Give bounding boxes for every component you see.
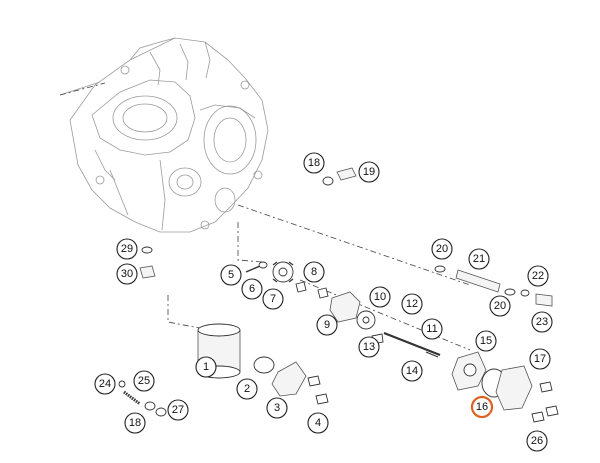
callout-1[interactable]: 1 <box>195 356 217 378</box>
callout-16[interactable]: 16 <box>470 395 494 419</box>
bolt-part-4b <box>315 393 329 405</box>
callout-29[interactable]: 29 <box>116 238 138 260</box>
pin-part-14 <box>425 351 439 358</box>
callout-5[interactable]: 5 <box>220 264 242 286</box>
callout-5-label: 5 <box>228 269 234 281</box>
callout-14-label: 14 <box>406 365 418 377</box>
callout-10[interactable]: 10 <box>369 286 391 308</box>
callout-12-label: 12 <box>406 298 418 310</box>
callout-22[interactable]: 22 <box>527 265 549 287</box>
callout-9[interactable]: 9 <box>316 314 338 336</box>
callout-9-label: 9 <box>324 319 330 331</box>
bolt-part-8b <box>317 287 329 299</box>
o-ring-part-2 <box>253 356 275 374</box>
callout-30[interactable]: 30 <box>116 263 138 285</box>
callout-30-label: 30 <box>121 268 133 280</box>
plug-part-30 <box>139 265 156 279</box>
callout-12[interactable]: 12 <box>401 293 423 315</box>
callout-20-bottom-label: 20 <box>494 300 506 312</box>
callout-24-label: 24 <box>99 378 111 390</box>
engine-crankcase <box>59 37 269 233</box>
callout-11-label: 11 <box>426 323 437 335</box>
callout-2[interactable]: 2 <box>236 378 258 400</box>
callout-17[interactable]: 17 <box>529 348 551 370</box>
washer-part-22 <box>520 289 530 297</box>
o-ring-part-18-top <box>322 176 334 186</box>
callout-2-label: 2 <box>244 383 250 395</box>
callout-24[interactable]: 24 <box>94 373 116 395</box>
callout-27[interactable]: 27 <box>167 399 189 421</box>
callout-26-label: 26 <box>531 435 543 447</box>
callout-20-top-label: 20 <box>436 243 448 255</box>
callouts: 1 2 3 4 5 6 7 8 9 10 11 12 13 14 15 16 1… <box>94 152 553 452</box>
cover-part-3 <box>271 361 307 397</box>
callout-7[interactable]: 7 <box>262 288 284 310</box>
callout-16-label: 16 <box>476 401 488 413</box>
o-ring-part-29 <box>141 246 153 254</box>
washer-part-6 <box>258 261 268 269</box>
callout-26[interactable]: 26 <box>526 430 548 452</box>
callout-27-label: 27 <box>172 404 184 416</box>
callout-21-label: 21 <box>473 253 485 265</box>
callout-8-label: 8 <box>311 266 317 278</box>
callout-20-top[interactable]: 20 <box>431 238 453 260</box>
callout-4[interactable]: 4 <box>307 412 329 434</box>
callout-29-label: 29 <box>121 243 133 255</box>
callout-11[interactable]: 11 <box>421 318 443 340</box>
screw-part-23 <box>535 293 553 307</box>
pin-part-5 <box>245 265 261 273</box>
callout-15[interactable]: 15 <box>475 330 497 352</box>
callout-14[interactable]: 14 <box>401 360 423 382</box>
callout-10-label: 10 <box>374 291 386 303</box>
callout-6[interactable]: 6 <box>241 278 263 300</box>
callout-1-label: 1 <box>203 361 209 373</box>
callout-13-label: 13 <box>363 341 375 353</box>
callout-6-label: 6 <box>249 283 255 295</box>
callout-3-label: 3 <box>274 402 280 414</box>
callout-23[interactable]: 23 <box>531 311 553 333</box>
callout-23-label: 23 <box>536 316 548 328</box>
callout-13[interactable]: 13 <box>358 336 380 358</box>
callout-19[interactable]: 19 <box>358 161 380 183</box>
callout-18-top[interactable]: 18 <box>303 152 325 174</box>
callout-18-top-label: 18 <box>308 157 320 169</box>
callout-7-label: 7 <box>270 293 276 305</box>
parts <box>118 167 559 423</box>
cover-part-17 <box>495 365 533 411</box>
ball-part-24 <box>118 380 126 388</box>
bracket-part-9 <box>329 291 361 323</box>
callout-19-label: 19 <box>363 166 375 178</box>
callout-15-label: 15 <box>480 335 492 347</box>
leader-lines <box>59 82 471 351</box>
callout-25-label: 25 <box>138 375 150 387</box>
callout-4-label: 4 <box>315 417 321 429</box>
bolt-part-4a <box>307 375 321 387</box>
callout-17-label: 17 <box>534 353 546 365</box>
callout-21[interactable]: 21 <box>468 248 490 270</box>
washer-part-27 <box>155 407 167 417</box>
shaft-part-21 <box>455 269 501 293</box>
plug-part-19 <box>336 167 357 181</box>
bolt-part-8a <box>295 281 307 293</box>
callout-18-bottom[interactable]: 18 <box>124 412 146 434</box>
o-ring-part-20-top <box>434 265 446 273</box>
callout-3[interactable]: 3 <box>266 397 288 419</box>
callout-22-label: 22 <box>532 270 544 282</box>
callout-20-bottom[interactable]: 20 <box>489 295 511 317</box>
callout-18-bottom-label: 18 <box>129 417 141 429</box>
o-ring-part-20-bottom <box>504 288 516 296</box>
shaft-part-11 <box>383 331 441 357</box>
callout-25[interactable]: 25 <box>133 370 155 392</box>
callout-8[interactable]: 8 <box>303 261 325 283</box>
spring-part-25 <box>123 390 141 406</box>
